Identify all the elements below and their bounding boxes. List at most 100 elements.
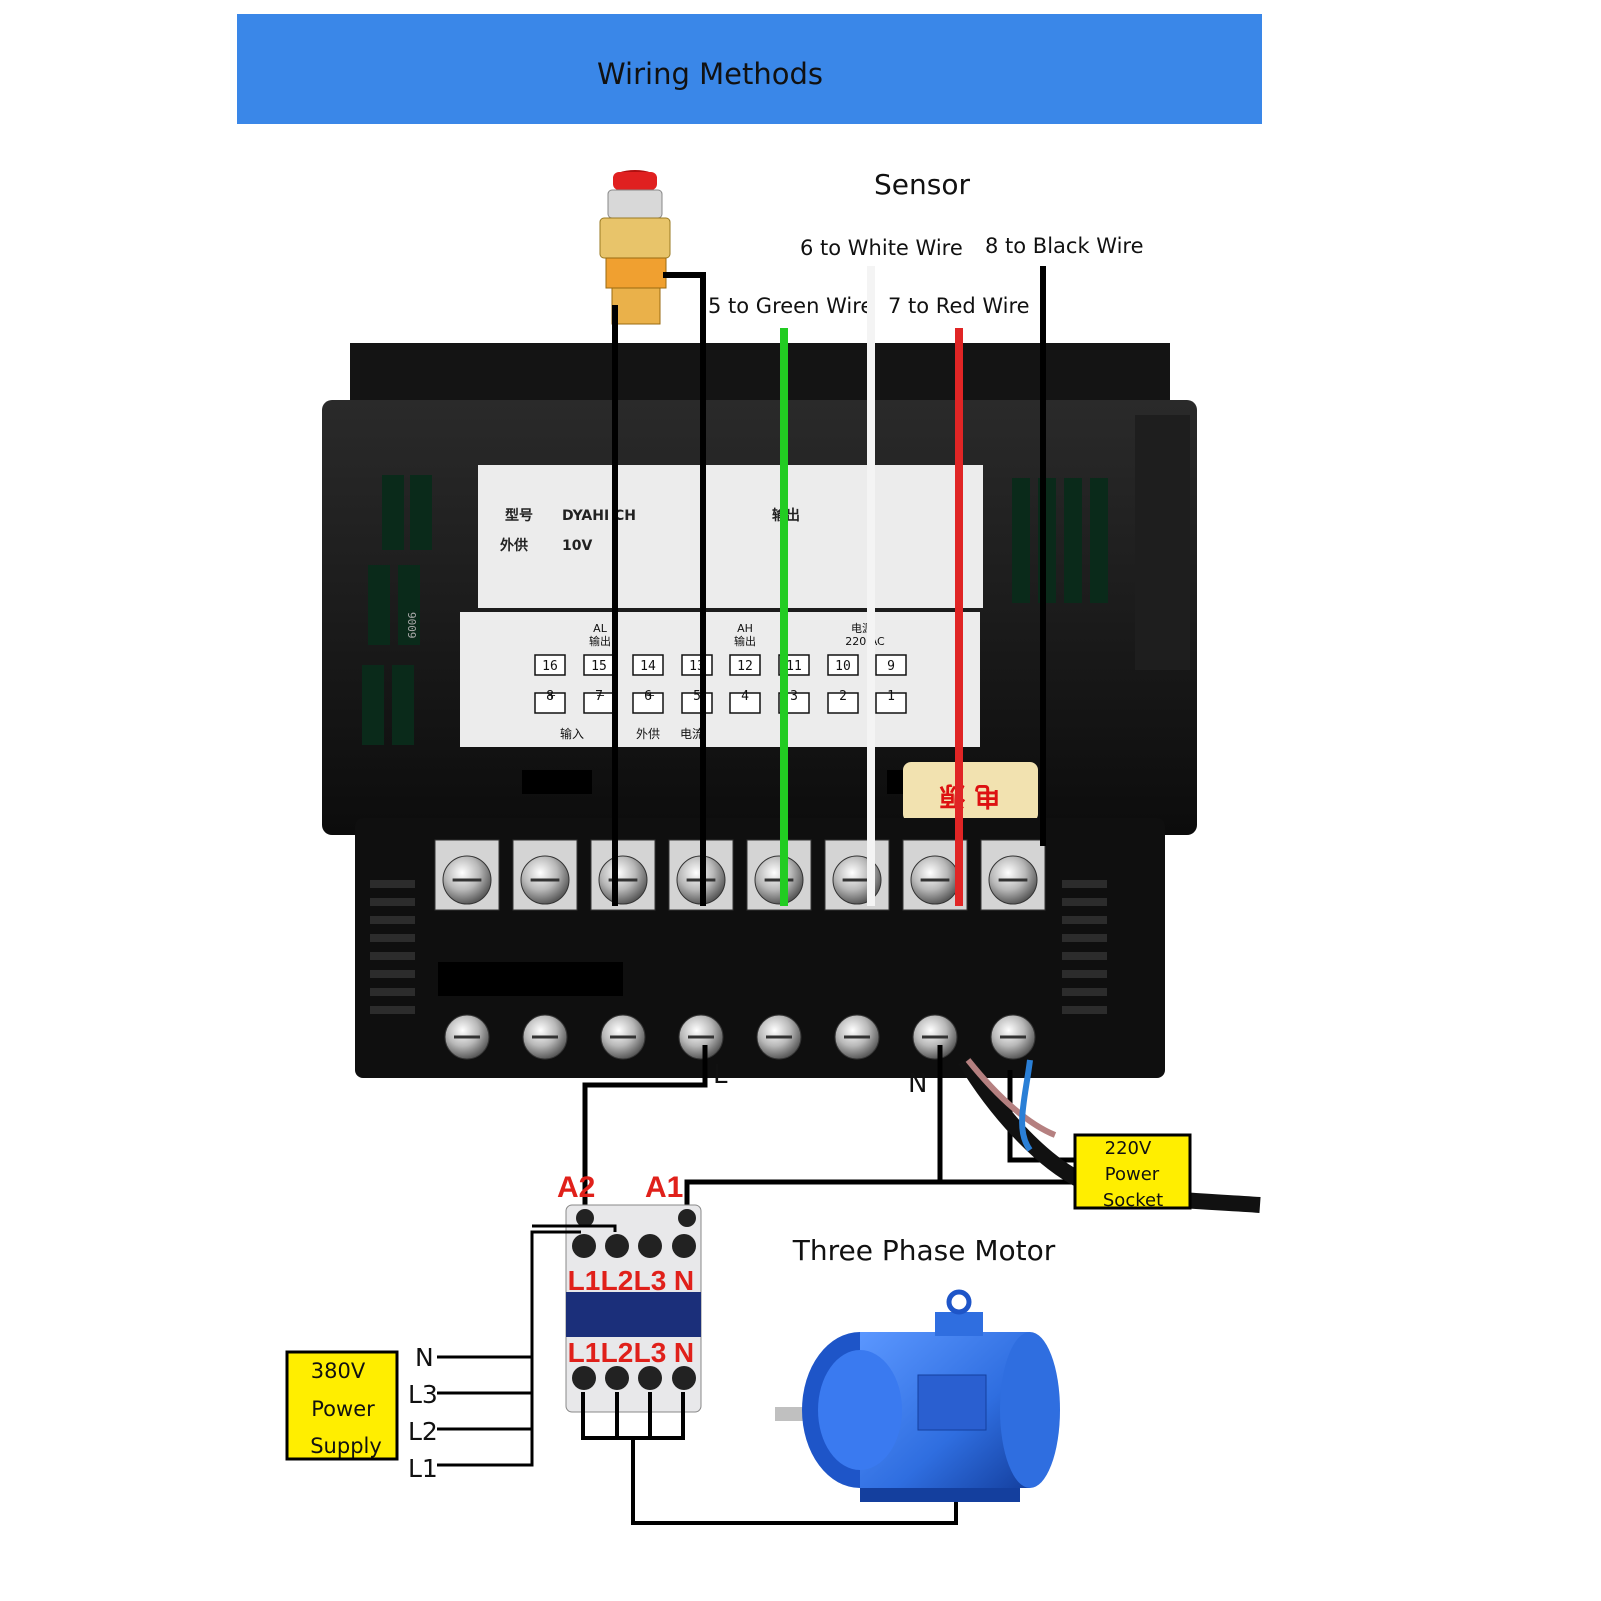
contactor-top-mark: N	[674, 1265, 694, 1296]
terminal-map-box	[729, 654, 761, 676]
contactor-bottom-mark: N	[674, 1337, 694, 1368]
button-wire-right	[663, 272, 706, 906]
power-value-label: 220 AC	[845, 635, 885, 648]
supply-label: 外供	[500, 537, 528, 554]
sensor-title: Sensor	[874, 168, 970, 201]
bottom-screw-terminals	[444, 1014, 1036, 1060]
supply-line-2: Power	[311, 1397, 375, 1421]
power-supply-box: 380V Power Supply	[285, 1350, 399, 1461]
terminal-number: 1	[887, 689, 895, 704]
contactor-top-mark: L1	[568, 1265, 601, 1296]
brown-lead	[965, 1058, 1057, 1138]
supply-l2-tap	[532, 1224, 617, 1232]
contactor-screw	[672, 1234, 696, 1258]
green-wire-label: 5 to Green Wire	[708, 294, 873, 318]
terminal-number: 8	[546, 689, 554, 704]
terminal-map-box	[729, 692, 761, 714]
contactor-screw	[605, 1234, 629, 1258]
terminal-number: 4	[741, 689, 749, 704]
n-label: N	[908, 1069, 927, 1099]
terminal-map-panel	[460, 612, 980, 747]
terminal-map-box	[875, 654, 907, 676]
terminal-number: 11	[786, 659, 802, 674]
phase-label-l2: L2	[408, 1417, 438, 1446]
terminal-number: 10	[835, 659, 851, 674]
terminal-number: 5	[693, 689, 701, 704]
terminal-number: 14	[640, 659, 656, 674]
contactor-top-screws	[572, 1209, 696, 1258]
phase-label-l3: L3	[408, 1380, 438, 1409]
terminal-map-bottom-row: 8 7 6 5 4 3 2 1	[534, 689, 907, 714]
a1-label: A1	[645, 1171, 683, 1204]
phase-label-n: N	[415, 1343, 434, 1372]
contactor-bottom-screws	[572, 1366, 696, 1390]
terminal-number: 9	[887, 659, 895, 674]
socket-line-3: Socket	[1103, 1190, 1163, 1211]
power-socket-box: 220V Power Socket	[1073, 1133, 1192, 1211]
three-phase-motor-icon	[775, 1289, 1060, 1502]
motor-title: Three Phase Motor	[792, 1234, 1056, 1267]
terminal-number: 6	[644, 689, 652, 704]
input-minus: −	[596, 689, 605, 702]
al-output-label: 输出	[589, 634, 611, 648]
terminal-number: 15	[591, 659, 607, 674]
supply-wiring	[437, 1224, 617, 1467]
contactor-top-mark: L2	[601, 1265, 634, 1296]
contactor-screw	[605, 1366, 629, 1390]
red-wire-label: 7 to Red Wire	[888, 294, 1030, 318]
supply-value: 10V	[562, 538, 592, 554]
page-title: Wiring Methods	[597, 57, 823, 91]
contactor-top-mark: L3	[634, 1265, 667, 1296]
contactor-screw	[672, 1366, 696, 1390]
ext-supply-label: 外供	[636, 727, 660, 741]
terminal-map-box	[827, 654, 859, 676]
contactor-screw	[572, 1366, 596, 1390]
terminal-map-box	[632, 692, 664, 714]
socket-line-1: 220V	[1105, 1138, 1152, 1159]
contactor-screw	[638, 1234, 662, 1258]
header-bar: Wiring Methods	[237, 14, 1262, 124]
terminal-number: 3	[790, 689, 798, 704]
ah-label: AH	[737, 622, 753, 635]
phase-label-l1: L1	[408, 1454, 438, 1483]
model-label-panel	[478, 465, 983, 608]
a2-label: A2	[557, 1171, 595, 1204]
power-tag-text: 电 源	[939, 780, 1000, 810]
contactor-screw	[572, 1234, 596, 1258]
terminal-number: 2	[839, 689, 847, 704]
terminal-map-box	[632, 654, 664, 676]
coil-terminal-a2	[576, 1209, 594, 1227]
model-label: 型号	[505, 507, 533, 524]
contactor-bottom-mark: L3	[634, 1337, 667, 1368]
contactor-screw	[638, 1366, 662, 1390]
l-label: L	[713, 1060, 728, 1090]
supply-line-1: 380V	[311, 1359, 366, 1383]
socket-line-2: Power	[1105, 1164, 1160, 1185]
terminal-map-box	[534, 692, 566, 714]
input-label: 输入	[560, 726, 584, 741]
input-plus: +	[547, 689, 556, 702]
current-label: 电流	[680, 727, 704, 741]
black-wire-label: 8 to Black Wire	[985, 234, 1144, 258]
supply-l1-wire	[437, 1230, 581, 1467]
sensor-wires	[612, 266, 1046, 906]
n-wire	[684, 1045, 943, 1210]
coil-wiring	[582, 1045, 1075, 1210]
terminal-map-box	[875, 692, 907, 714]
supply-line-3: Supply	[310, 1434, 382, 1458]
l-wire	[582, 1045, 708, 1210]
terminal-map-box	[827, 692, 859, 714]
side-print: 9009	[405, 612, 418, 639]
contactor-bottom-mark: L2	[601, 1337, 634, 1368]
terminal-number: 7	[595, 689, 603, 704]
header-background	[237, 14, 1262, 124]
phase-labels: N L3 L2 L1	[408, 1343, 438, 1483]
white-wire-label: 6 to White Wire	[800, 236, 963, 260]
supply-plus: +	[646, 689, 655, 702]
push-button-icon	[599, 170, 671, 325]
terminal-number: 16	[542, 659, 558, 674]
